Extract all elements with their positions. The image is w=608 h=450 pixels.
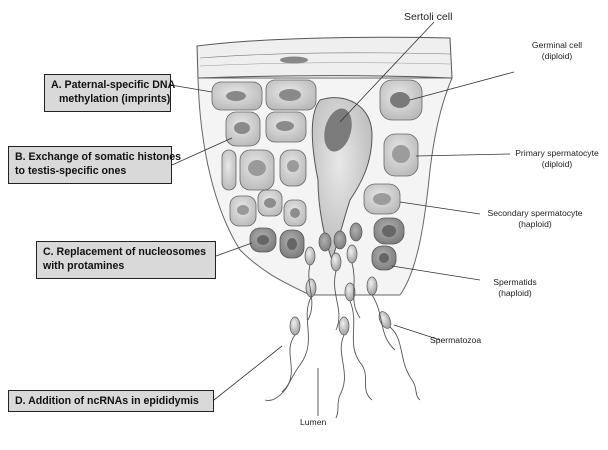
label-primary-line2: (diploid) (541, 159, 573, 169)
label-spermatids: Spermatids (haploid) (480, 277, 550, 299)
box-protamine-replacement: C. Replacement of nucleosomes with prota… (36, 241, 216, 279)
label-spermatozoa: Spermatozoa (430, 335, 482, 345)
primary-spermatocytes (221, 111, 419, 191)
box-d-line1: D. Addition of ncRNAs in epididymis (15, 395, 199, 407)
label-germinal-line2: (diploid) (541, 51, 573, 61)
label-secondary-spermatocyte: Secondary spermatocyte (haploid) (476, 208, 594, 230)
box-b-line2: to testis-specific ones (15, 165, 127, 177)
label-sertoli-cell: Sertoli cell (404, 11, 453, 23)
label-spermatids-line2: (haploid) (498, 288, 532, 298)
box-c-line2: with protamines (43, 260, 125, 272)
label-primary-spermatocyte: Primary spermatocyte (diploid) (506, 148, 608, 170)
sperm-tails (264, 262, 421, 419)
label-spermatids-line1: Spermatids (493, 277, 537, 287)
box-paternal-dna-methylation: A. Paternal-specific DNA methylation (im… (44, 74, 176, 112)
label-secondary-line2: (haploid) (518, 219, 552, 229)
sertoli-nucleus (324, 108, 352, 152)
leader-lines (170, 21, 515, 416)
box-c-line1: C. Replacement of nucleosomes (43, 246, 207, 258)
spermatozoa (289, 244, 392, 336)
label-secondary-line1: Secondary spermatocyte (487, 208, 583, 218)
box-histone-exchange: B. Exchange of somatic histones to testi… (8, 146, 182, 184)
label-germinal-line1: Germinal cell (531, 40, 583, 50)
box-b-line1: B. Exchange of somatic histones (15, 151, 182, 163)
label-primary-line1: Primary spermatocyte (515, 148, 599, 158)
secondary-spermatocytes (229, 183, 401, 227)
germinal-cell-layer (211, 79, 423, 121)
label-lumen: Lumen (300, 417, 327, 427)
spermatids (249, 217, 405, 271)
box-ncrna-addition: D. Addition of ncRNAs in epididymis (8, 390, 214, 412)
box-a-line1: A. Paternal-specific DNA (51, 79, 176, 91)
membrane-nucleus (280, 56, 308, 64)
box-a-line2: methylation (imprints) (59, 93, 171, 105)
label-germinal-cell: Germinal cell (diploid) (512, 40, 602, 62)
